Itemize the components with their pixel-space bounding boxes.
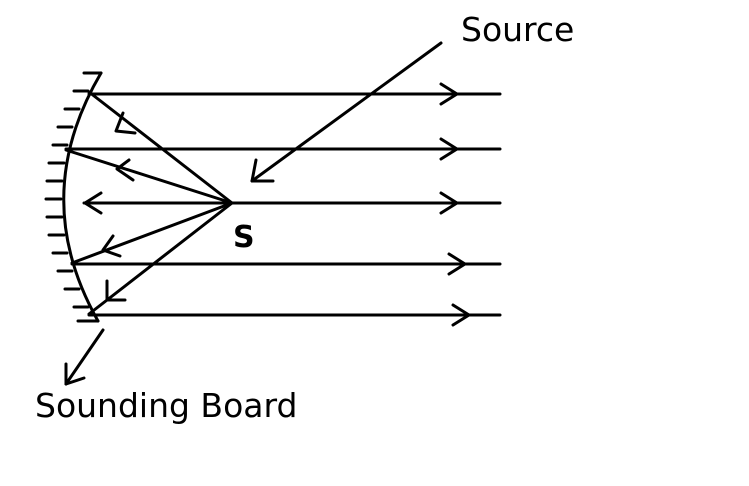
board-pointer: [64, 328, 105, 386]
reflected-ray-4-arrowhead: [447, 252, 467, 276]
board-pointer-line: [64, 328, 105, 386]
sounding-board-label: Sounding Board: [35, 386, 297, 425]
source-pointer: [250, 41, 443, 183]
reflected-ray-5-arrowhead: [451, 303, 471, 327]
source-pointer-line: [250, 41, 443, 183]
ray-to-bottom: [87, 201, 234, 316]
ray-to-lower-arrowhead: [101, 234, 122, 258]
sounding-board: [44, 71, 103, 323]
board-curve: [62, 71, 103, 323]
point-s-label: S: [233, 220, 255, 255]
reflected-ray-2-arrowhead: [439, 137, 459, 161]
source-label: Source: [461, 10, 574, 49]
ray-to-top-arrowhead: [114, 111, 137, 135]
ray-to-upper: [64, 148, 234, 205]
ray-to-upper-arrowhead: [115, 158, 135, 182]
reflected-ray-3-backward-arrowhead: [83, 191, 103, 215]
board-hatching: [44, 71, 103, 323]
ray-to-lower: [70, 201, 234, 265]
reflected-ray-3-arrowhead: [439, 191, 459, 215]
reflected-ray-1-arrowhead: [439, 82, 459, 106]
reflected-rays: [64, 82, 502, 327]
board-pointer-arrowhead: [64, 362, 86, 386]
ray-to-bottom-arrowhead: [105, 279, 127, 302]
source-pointer-arrowhead: [250, 158, 275, 183]
